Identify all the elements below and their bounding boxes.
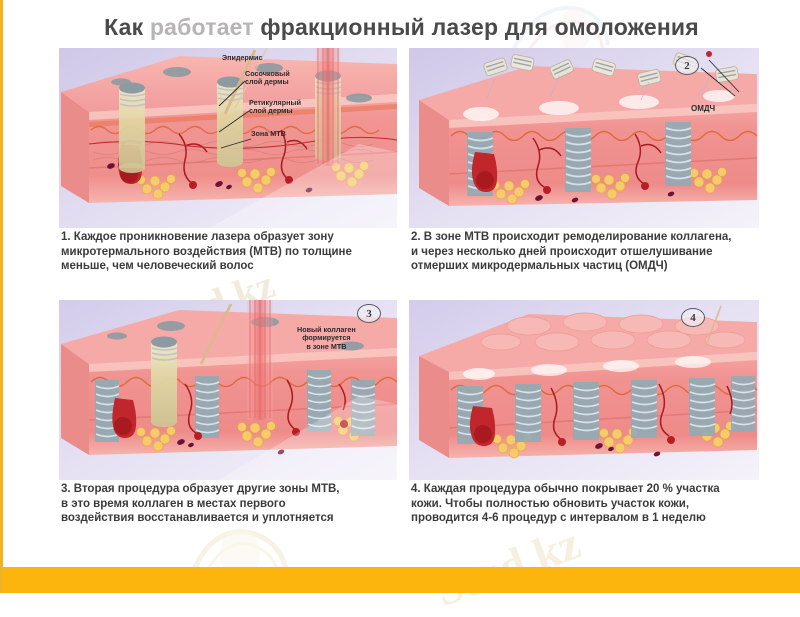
panel-2-figure: 2 ОМДЧ [409,48,759,228]
title-faded: работает [149,14,254,40]
bottom-accent-bar [3,567,800,593]
label-omdch: ОМДЧ [691,104,715,113]
caption-line: отмерших микродермальных частиц (ОМДЧ) [411,260,668,273]
label-omdch-text: ОМДЧ [691,104,716,113]
label-new-collagen: Новый коллаген формируется в зоне МТВ [297,325,356,351]
caption-line: проводится 4-6 процедур с интервалом в 1… [411,512,706,525]
title-lead: Как [104,14,150,40]
panel-1-caption: 1. Каждое проникновение лазера образует … [61,230,395,274]
skin-diagram-1 [59,48,397,228]
caption-line: 1. Каждое проникновение лазера образует … [61,231,334,243]
panel-2: 2 ОМДЧ 2. В зоне МТВ происходит ремодели… [409,48,759,288]
label-epidermis-text: Эпидермис [222,53,263,62]
caption-line: меньше, чем человеческий волос [61,260,254,273]
panel-3-figure: 3 Новый коллаген формируется в зоне МТВ [59,300,397,480]
caption-line: 4. Каждая процедура обычно покрывает 20 … [411,483,720,495]
panel-4: 4 4. Каждая процедура обычно покрывает 2… [409,300,759,540]
label-reticular-dermis: Ретикулярный слой дермы [249,98,302,116]
panel-1-figure: Эпидермис Сосочковый слой дермы Ретикуля… [59,48,397,228]
panel-2-badge-text: 2 [684,59,690,72]
label-mtz-zone-text: Зона МТВ [251,129,286,138]
page-title: Как работает фракционный лазер для омоло… [3,14,800,41]
panel-2-caption: 2. В зоне МТВ происходит ремоделирование… [411,230,757,274]
caption-line: 2. В зоне МТВ происходит ремоделирование… [411,231,732,243]
caption-line: и через несколько дней происходит отшелу… [411,245,713,258]
panel-1: Эпидермис Сосочковый слой дермы Ретикуля… [59,48,397,288]
panel-4-caption: 4. Каждая процедура обычно покрывает 20 … [411,482,757,526]
figure-grid: Эпидермис Сосочковый слой дермы Ретикуля… [59,48,759,540]
caption-line: воздействия восстанавливается и уплотняе… [61,512,334,525]
panel-4-figure: 4 [409,300,759,480]
label-papillary-dermis-text: Сосочковый слой дермы [245,69,290,87]
panel-4-badge: 4 [681,308,705,327]
label-new-collagen-text: Новый коллаген формируется в зоне МТВ [297,325,356,351]
title-rest: фракционный лазер для омоложения [253,14,699,40]
caption-line: 3. Вторая процедура образует другие зоны… [61,483,340,495]
skin-diagram-3 [59,300,397,480]
panel-3-badge-text: 3 [366,307,372,320]
label-reticular-dermis-text: Ретикулярный слой дермы [249,98,302,116]
panel-3: 3 Новый коллаген формируется в зоне МТВ … [59,300,397,540]
caption-line: кожи. Чтобы полностью обновить участок к… [411,497,690,510]
panel-4-badge-text: 4 [690,311,696,324]
skin-diagram-4 [409,300,759,480]
panel-3-caption: 3. Вторая процедура образует другие зоны… [61,482,395,526]
label-epidermis: Эпидермис [222,53,263,62]
caption-line: микротермального воздействия (МТВ) по то… [61,245,352,258]
label-mtz-zone: Зона МТВ [251,129,286,138]
panel-3-badge: 3 [357,304,381,323]
caption-line: в это время коллаген в местах первого [61,497,286,510]
skin-diagram-2 [409,48,759,228]
panel-2-badge: 2 [675,56,699,75]
label-papillary-dermis: Сосочковый слой дермы [245,69,290,87]
